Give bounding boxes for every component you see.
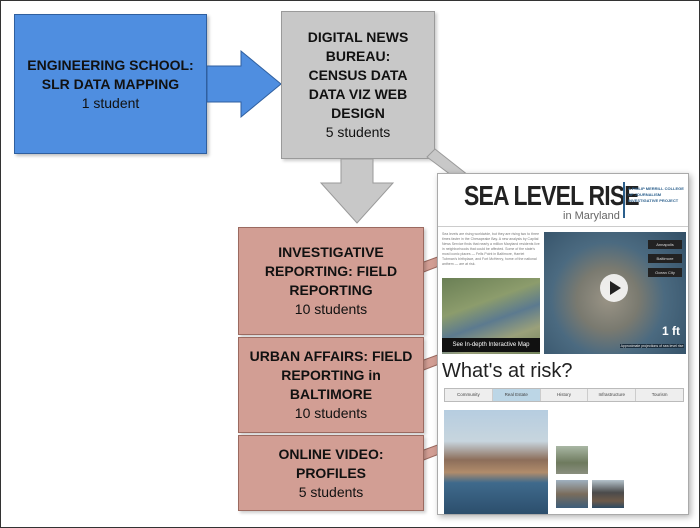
thumbnail-photo-3[interactable]: [592, 480, 624, 508]
engineering-school-title: ENGINEERING SCHOOL: SLR DATA MAPPING: [27, 56, 194, 92]
urban-affairs-title: URBAN AFFAIRS: FIELD REPORTING in BALTIM…: [249, 348, 413, 402]
tab-community[interactable]: Community: [445, 389, 493, 401]
site-subtitle: in Maryland: [563, 210, 620, 222]
digital-news-bureau-count: 5 students: [325, 124, 391, 140]
investigative-reporting-title: INVESTIGATIVE REPORTING: FIELD REPORTING: [264, 244, 398, 298]
investigative-reporting-count: 10 students: [294, 301, 368, 317]
online-video-title: ONLINE VIDEO: PROFILES: [278, 445, 384, 481]
tab-infrastructure[interactable]: Infrastructure: [588, 389, 637, 401]
engineering-school-box: ENGINEERING SCHOOL: SLR DATA MAPPING 1 s…: [14, 14, 207, 154]
tab-real-estate[interactable]: Real Estate: [492, 389, 541, 401]
online-video-box: ONLINE VIDEO: PROFILES 5 students: [238, 435, 424, 511]
online-video-count: 5 students: [298, 483, 364, 500]
section-heading: What's at risk?: [442, 360, 573, 382]
site-intro-text: Sea levels are rising worldwide, but the…: [442, 232, 540, 266]
tab-history[interactable]: History: [540, 389, 589, 401]
urban-affairs-count: 10 students: [294, 405, 368, 421]
digital-news-bureau-box: DIGITAL NEWS BUREAU: CENSUS DATA DATA VI…: [281, 11, 435, 159]
thumbnail-photo-1[interactable]: [556, 446, 588, 474]
header-divider: [623, 182, 625, 218]
bureau-down-arrow: [319, 158, 395, 224]
place-label-ocean-city[interactable]: Ocean City: [648, 268, 682, 277]
sea-level-rise-website-screenshot: SEA LEVEL RISE in Maryland A PHILIP MERR…: [437, 173, 689, 515]
interactive-map-button[interactable]: See In-depth Interactive Map: [442, 338, 540, 352]
place-label-annapolis[interactable]: Annapolis: [648, 240, 682, 249]
tab-tourism[interactable]: Tourism: [636, 389, 683, 401]
investigative-reporting-box: INVESTIGATIVE REPORTING: FIELD REPORTING…: [238, 227, 424, 335]
harbor-photo: [444, 410, 548, 514]
site-title: SEA LEVEL RISE: [464, 180, 640, 211]
thumbnail-photo-2[interactable]: [556, 480, 588, 508]
map-caption: Approximate projections of sea level ris…: [620, 344, 684, 348]
engineering-school-count: 1 student: [81, 94, 140, 111]
engineering-to-bureau-arrow: [206, 49, 282, 119]
water-level-label: 1 ft: [662, 324, 680, 338]
digital-news-bureau-title: DIGITAL NEWS BUREAU: CENSUS DATA DATA VI…: [307, 29, 409, 121]
place-label-baltimore[interactable]: Baltimore: [648, 254, 682, 263]
play-icon[interactable]: [600, 274, 628, 302]
category-tabs: Community Real Estate History Infrastruc…: [444, 388, 684, 402]
site-brand-logo: A PHILIP MERRILL COLLEGE OF JOURNALISM I…: [628, 186, 684, 203]
site-header: SEA LEVEL RISE in Maryland A PHILIP MERR…: [438, 174, 688, 227]
urban-affairs-box: URBAN AFFAIRS: FIELD REPORTING in BALTIM…: [238, 337, 424, 433]
video-map-player: Annapolis Baltimore Ocean City 1 ft Appr…: [544, 232, 686, 354]
